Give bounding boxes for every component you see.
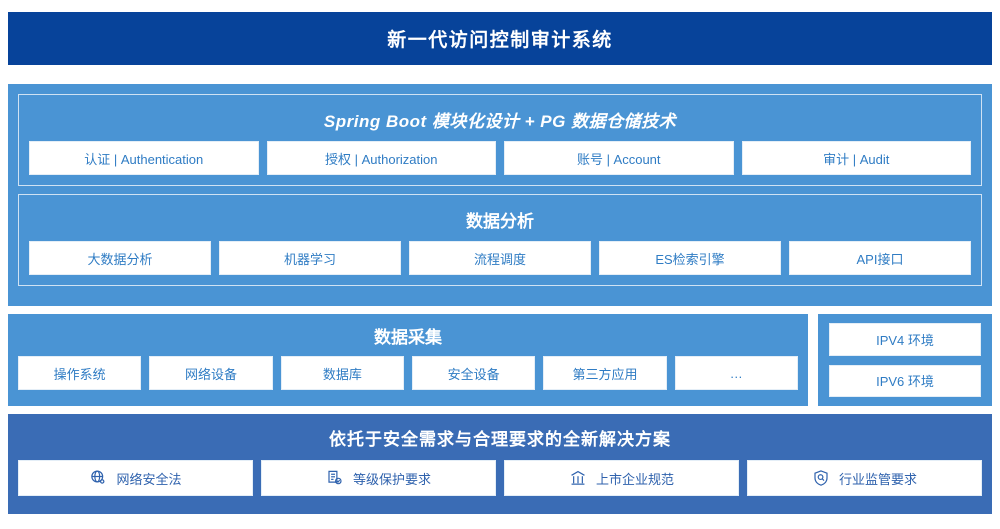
tile-label: 数据库 [322,366,362,382]
environment-panel: IPV4 环境 IPV6 环境 [818,314,992,406]
page-title: 新一代访问控制审计系统 [387,30,613,51]
document-check-icon [326,469,344,487]
tile-network-device[interactable]: 网络设备 [149,356,273,390]
tile-label: 操作系统 [53,366,106,382]
analysis-group-title: 数据分析 [466,212,534,231]
tile-label: 账号 | Account [576,151,661,167]
collection-title: 数据采集 [374,328,442,347]
tile-grade-protection[interactable]: 等级保护要求 [261,460,496,496]
tile-audit[interactable]: 审计 | Audit [741,141,971,175]
collection-tile-row: 操作系统 网络设备 数据库 安全设备 第三方应用 … [18,356,798,390]
tile-label: 审计 | Audit [823,151,890,167]
tile-label: … [729,365,743,381]
tile-label: 网络设备 [184,366,237,382]
tile-account[interactable]: 账号 | Account [504,141,734,175]
tile-label: 机器学习 [283,251,336,267]
tile-operating-system[interactable]: 操作系统 [18,356,142,390]
tile-ipv4-environment[interactable]: IPV4 环境 [829,323,981,356]
application-group: Spring Boot 模块化设计 + PG 数据仓储技术 认证 | Authe… [18,94,982,186]
shield-search-icon [812,469,830,487]
globe-network-icon [89,469,107,487]
tile-more[interactable]: … [674,356,798,390]
tile-third-party-app[interactable]: 第三方应用 [543,356,667,390]
tile-cybersecurity-law[interactable]: 网络安全法 [18,460,253,496]
tile-label: IPV6 环境 [876,374,934,390]
tile-machine-learning[interactable]: 机器学习 [219,241,401,275]
analysis-tile-row: 大数据分析 机器学习 流程调度 ES检索引擎 API接口 [29,241,971,275]
tile-api-interface[interactable]: API接口 [789,241,971,275]
tile-label: 授权 | Authorization [325,151,438,167]
tile-label: 第三方应用 [572,366,638,382]
tile-process-scheduling[interactable]: 流程调度 [409,241,591,275]
tile-label: 行业监管要求 [838,471,917,487]
tile-label: 流程调度 [473,251,526,267]
page-header: 新一代访问控制审计系统 [8,12,992,65]
analysis-group: 数据分析 大数据分析 机器学习 流程调度 ES检索引擎 API接口 [18,194,982,286]
application-tile-row: 认证 | Authentication 授权 | Authorization 账… [29,141,971,175]
tile-security-device[interactable]: 安全设备 [411,356,536,390]
application-layer-panel: Spring Boot 模块化设计 + PG 数据仓储技术 认证 | Authe… [8,84,992,306]
tile-label: 上市企业规范 [595,471,674,487]
tile-label: 网络安全法 [116,471,182,487]
tile-label: 等级保护要求 [352,471,431,487]
solution-layer-panel: 依托于安全需求与合理要求的全新解决方案 网络安全法 [8,414,992,514]
tile-database[interactable]: 数据库 [280,356,404,390]
tile-industry-regulation[interactable]: 行业监管要求 [747,460,982,496]
tile-label: 大数据分析 [87,251,153,267]
tile-label: IPV4 环境 [876,332,934,348]
bank-building-icon [569,469,587,487]
application-group-title: Spring Boot 模块化设计 + PG 数据仓储技术 [323,112,677,131]
tile-big-data-analysis[interactable]: 大数据分析 [29,241,211,275]
tile-label: 认证 | Authentication [84,151,204,167]
solution-title: 依托于安全需求与合理要求的全新解决方案 [329,430,671,449]
solution-tile-row: 网络安全法 等级保护要求 [18,460,982,496]
tile-label: ES检索引擎 [655,251,725,267]
tile-label: 安全设备 [447,366,500,382]
tile-authorization[interactable]: 授权 | Authorization [266,141,496,175]
tile-es-search-engine[interactable]: ES检索引擎 [599,241,781,275]
collection-layer-panel: 数据采集 操作系统 网络设备 数据库 安全设备 第三方应用 … [8,314,808,406]
tile-authentication[interactable]: 认证 | Authentication [29,141,259,175]
tile-label: API接口 [856,251,904,267]
tile-ipv6-environment[interactable]: IPV6 环境 [829,364,981,397]
tile-listed-company-standard[interactable]: 上市企业规范 [504,460,739,496]
